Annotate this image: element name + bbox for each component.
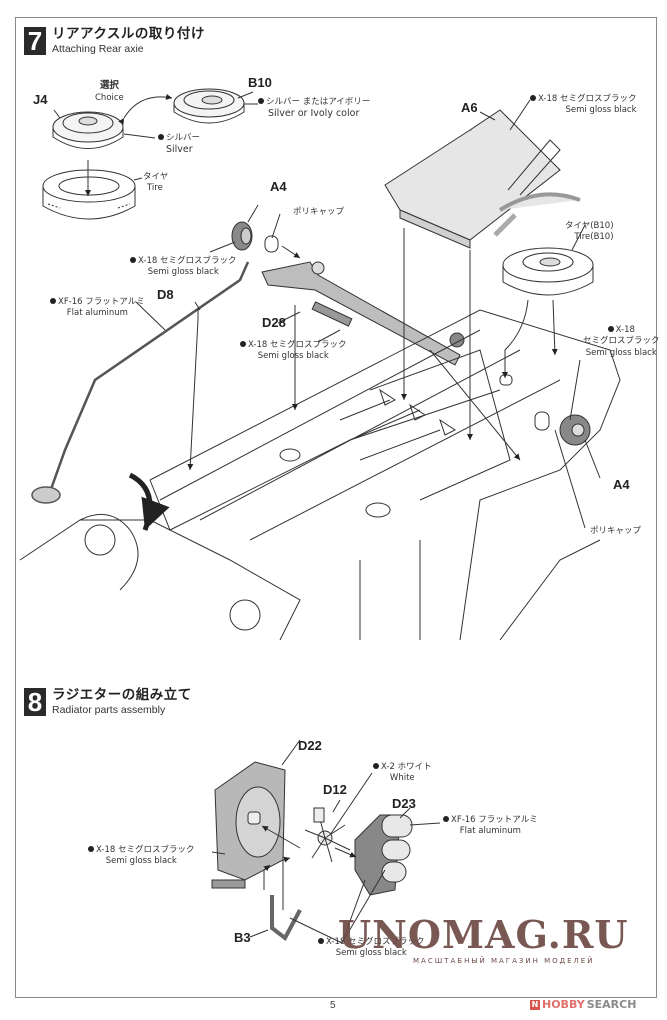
callout-right-color: X-18 セミグロスブラック Semi gloss black bbox=[583, 325, 660, 358]
callout-d22-color: X-18 セミグロスブラック Semi gloss black bbox=[88, 845, 195, 868]
hobby-search-logo: N HOBBY SEARCH bbox=[530, 998, 636, 1011]
part-d22-drawing bbox=[211, 761, 286, 889]
step-7-title-jp: リアアクスルの取り付け bbox=[52, 26, 205, 42]
callout-b3-color: X-18 セミグロスブラック Semi gloss black bbox=[318, 937, 425, 960]
paint-dot-icon bbox=[443, 816, 449, 822]
part-label-a4-top: A4 bbox=[270, 179, 287, 194]
callout-tire: タイヤ Tire bbox=[143, 172, 169, 194]
paint-dot-icon bbox=[88, 846, 94, 852]
part-label-d22: D22 bbox=[298, 738, 322, 753]
part-label-j4: J4 bbox=[33, 92, 48, 107]
part-label-a4-right: A4 bbox=[613, 477, 630, 492]
step-7-title-en: Attaching Rear axie bbox=[52, 42, 144, 55]
callout-a6-color: X-18 セミグロスブラック Semi gloss black bbox=[530, 94, 637, 117]
part-label-d23: D23 bbox=[392, 796, 416, 811]
part-d28-drawing bbox=[261, 261, 465, 366]
step-7-number: 7 bbox=[24, 27, 46, 55]
chassis-drawing bbox=[19, 309, 621, 641]
paint-dot-icon bbox=[240, 341, 246, 347]
paint-dot-icon bbox=[130, 257, 136, 263]
part-label-d12: D12 bbox=[323, 782, 347, 797]
step-7-header: 7 リアアクスルの取り付け Attaching Rear axie bbox=[24, 26, 205, 55]
part-label-b10: B10 bbox=[248, 75, 272, 90]
part-label-d28: D28 bbox=[262, 315, 286, 330]
callout-spare-tire: タイヤ(B10) Tire(B10) bbox=[565, 221, 614, 243]
callout-d12-color: X-2 ホワイト White bbox=[373, 762, 432, 785]
paint-dot-icon bbox=[258, 98, 264, 104]
logo-hobby: HOBBY bbox=[542, 998, 585, 1011]
page-frame bbox=[15, 17, 657, 998]
part-label-d8: D8 bbox=[157, 287, 174, 302]
choice-label: 選択 Choice bbox=[95, 80, 124, 104]
paint-dot-icon bbox=[318, 938, 324, 944]
part-d23-drawing bbox=[354, 814, 413, 896]
wheel-b10-drawing bbox=[173, 88, 245, 124]
logo-search: SEARCH bbox=[586, 998, 637, 1011]
part-a6-drawing bbox=[384, 109, 581, 249]
callout-b10-color: シルバー またはアイボリー Silver or Ivoly color bbox=[258, 97, 370, 121]
tire-drawing bbox=[42, 169, 136, 220]
step-8-number: 8 bbox=[24, 688, 46, 716]
watermark-subtitle: МАСШТАБНЫЙ МАГАЗИН МОДЕЛЕЙ bbox=[413, 957, 595, 965]
callout-a4-color: X-18 セミグロスブラック Semi gloss black bbox=[130, 256, 237, 279]
part-a4-top-drawing bbox=[231, 221, 301, 259]
step-8-title-en: Radiator parts assembly bbox=[52, 703, 166, 716]
paint-dot-icon bbox=[530, 95, 536, 101]
part-d12-drawing bbox=[304, 807, 351, 863]
part-label-b3: B3 bbox=[234, 930, 251, 945]
paint-dot-icon bbox=[607, 326, 614, 332]
watermark-text: UNOMAG.RU bbox=[338, 912, 629, 957]
page-number: 5 bbox=[330, 1000, 336, 1011]
step-8-header: 8 ラジエターの組み立て Radiator parts assembly bbox=[24, 687, 192, 716]
part-d8-drawing bbox=[31, 261, 250, 504]
part-label-a6: A6 bbox=[461, 100, 478, 115]
spare-tire-drawing bbox=[502, 247, 594, 296]
callout-polycap-top: ポリキャップ bbox=[293, 207, 345, 217]
callout-d28-color: X-18 セミグロスブラック Semi gloss black bbox=[240, 340, 347, 363]
callout-polycap-right: ポリキャップ bbox=[590, 526, 642, 536]
paint-dot-icon bbox=[50, 298, 56, 304]
part-b3-drawing bbox=[270, 895, 302, 942]
callout-d8-color: XF-16 フラットアルミ Flat aluminum bbox=[50, 297, 145, 320]
choice-jp: 選択 bbox=[99, 80, 119, 91]
paint-dot-icon bbox=[158, 134, 164, 140]
hobby-search-mark-icon: N bbox=[530, 999, 540, 1010]
paint-dot-icon bbox=[373, 763, 379, 769]
wheel-j4-drawing bbox=[52, 111, 124, 149]
callout-j4-color: シルバー Silver bbox=[158, 133, 200, 157]
step-8-title-jp: ラジエターの組み立て bbox=[52, 687, 192, 703]
callout-d23-color: XF-16 フラットアルミ Flat aluminum bbox=[443, 815, 538, 838]
choice-en: Choice bbox=[95, 92, 124, 103]
